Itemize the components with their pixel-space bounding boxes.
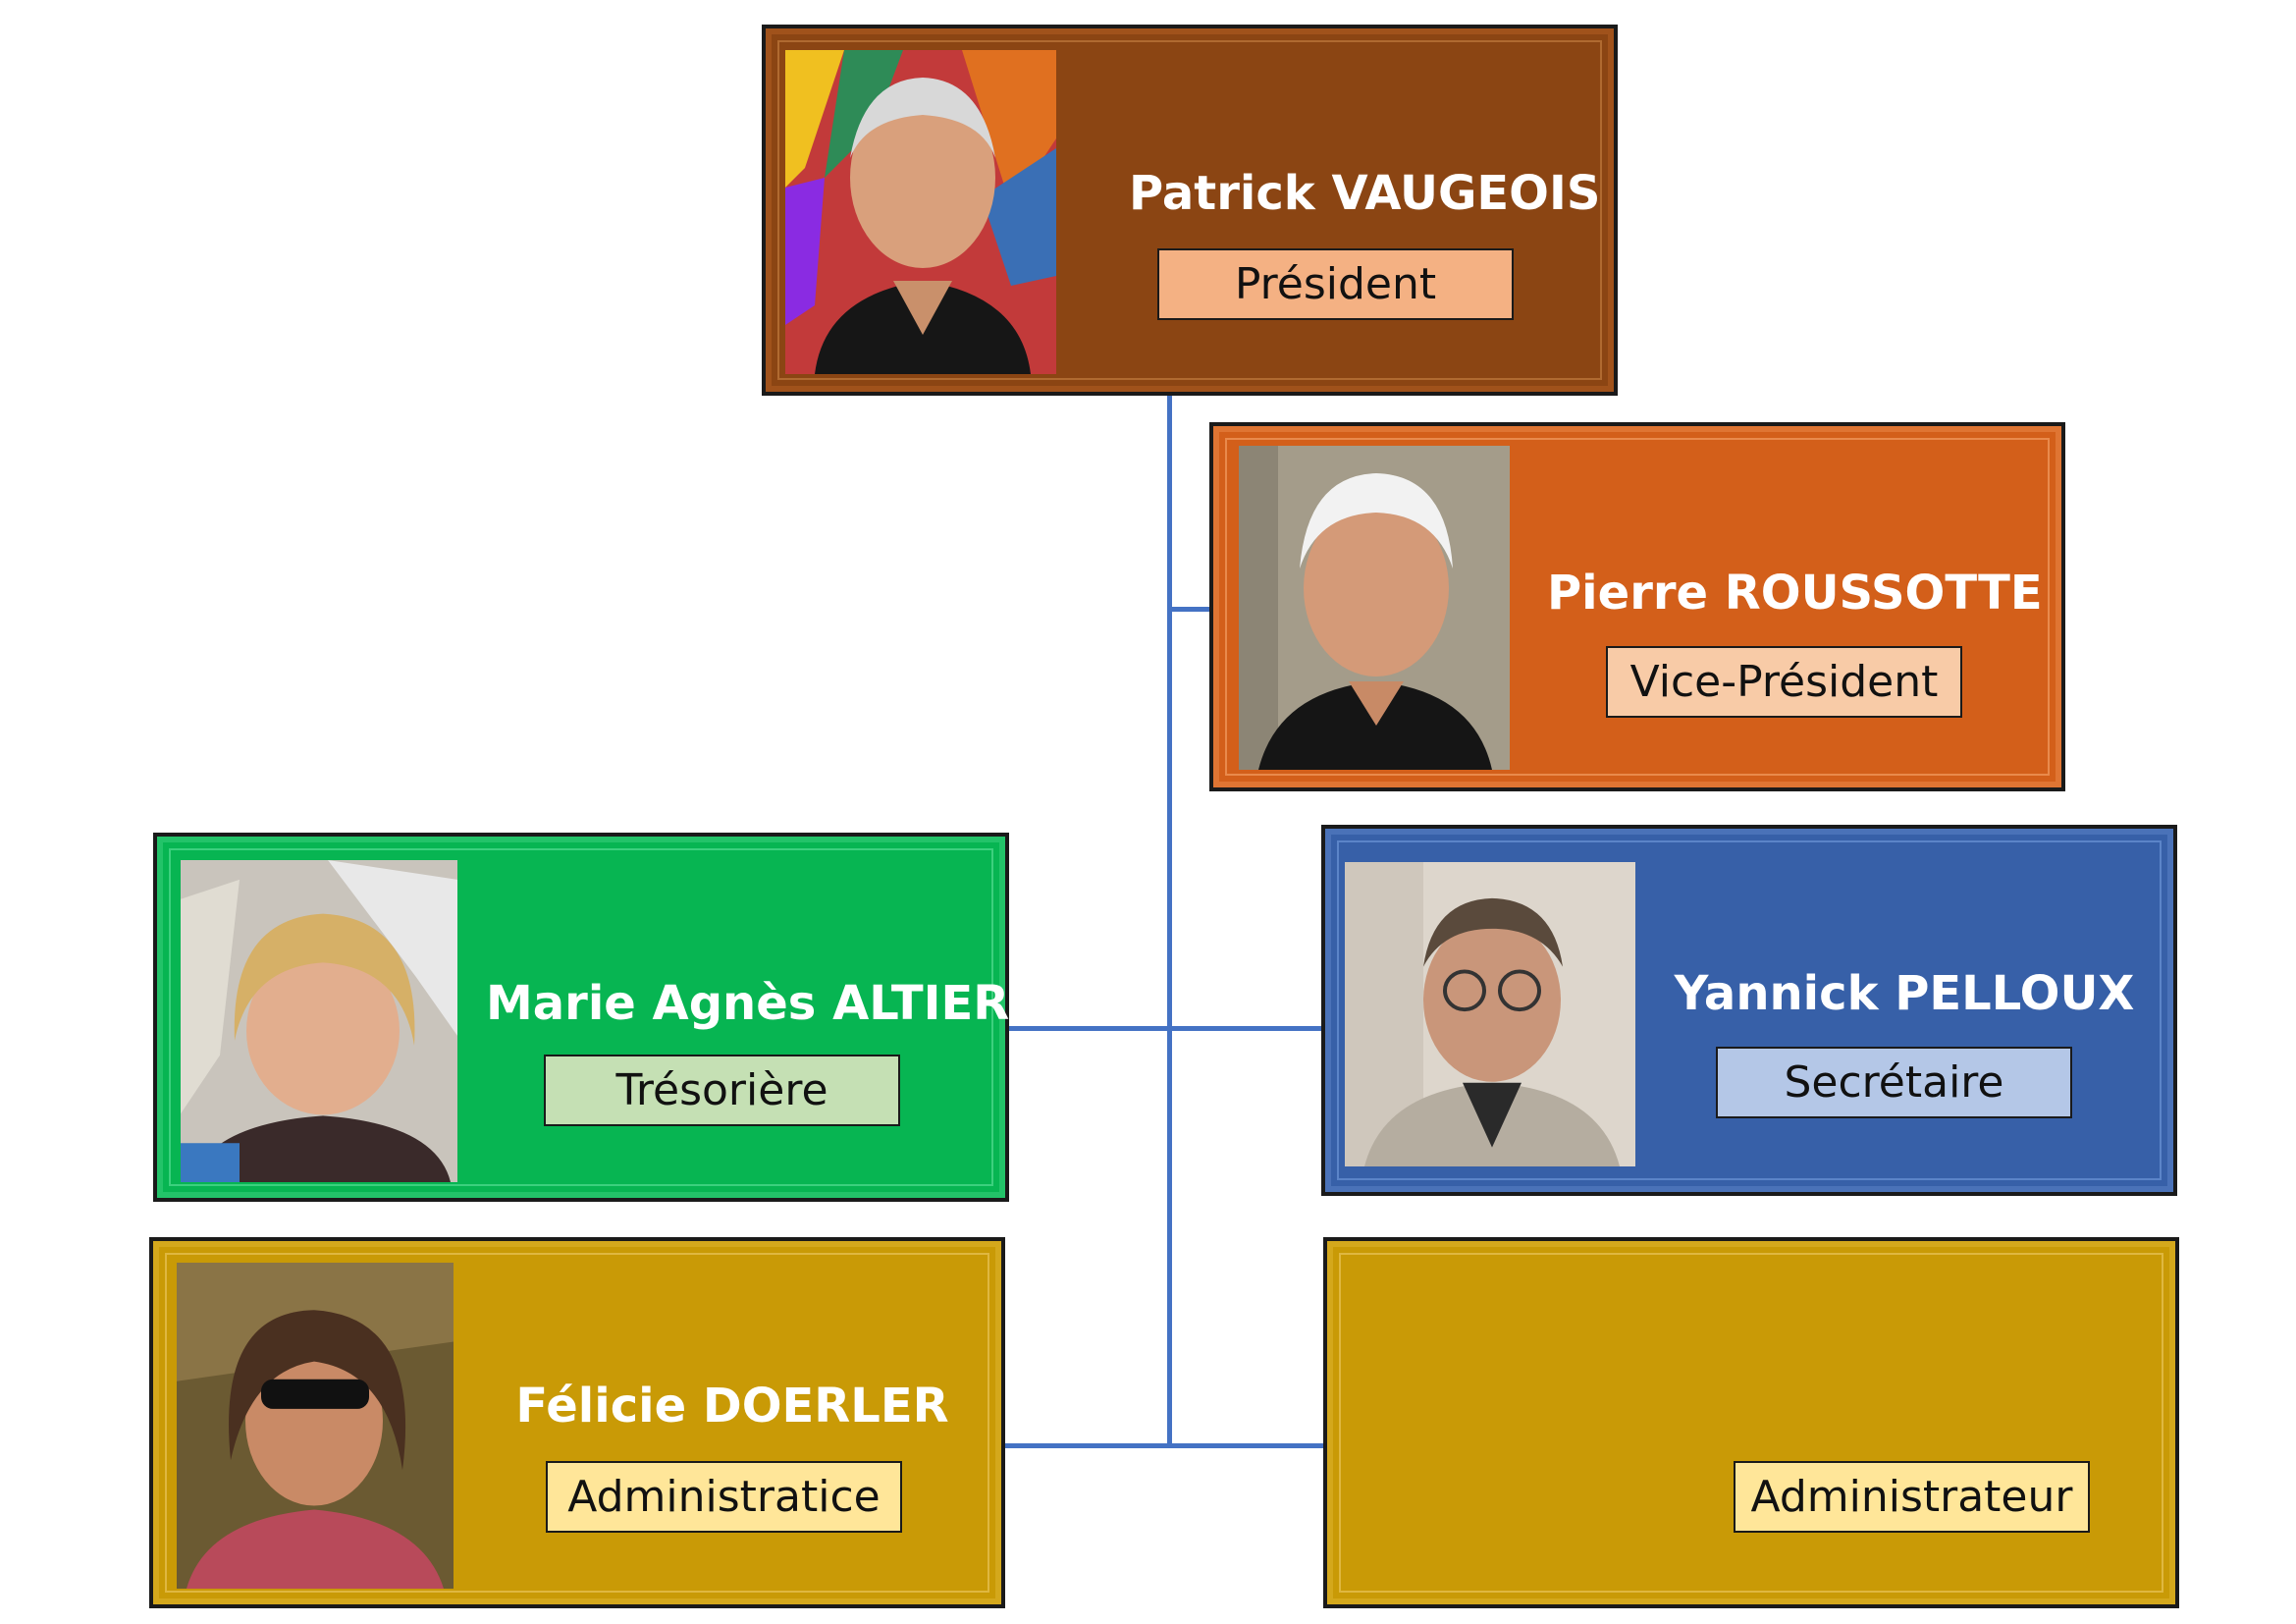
member-card-administrateur: Administrateur — [1323, 1237, 2179, 1608]
portrait-photo — [1239, 446, 1510, 770]
member-role-badge: Vice-Président — [1606, 646, 1962, 718]
portrait-photo — [785, 50, 1056, 374]
member-role-badge: Trésorière — [544, 1055, 900, 1126]
member-name: Pierre ROUSSOTTE — [1547, 566, 2043, 621]
portrait-photo — [1345, 862, 1635, 1166]
member-card-secretaire: Yannick PELLOUX Secrétaire — [1321, 825, 2177, 1196]
portrait-photo — [177, 1263, 454, 1589]
connector-vice — [1167, 607, 1214, 612]
member-role-badge: Administratice — [546, 1461, 902, 1533]
connector-vertical — [1167, 395, 1172, 1447]
member-name: Patrick VAUGEOIS — [1129, 166, 1601, 221]
member-role-badge: Président — [1157, 248, 1514, 320]
member-role-badge: Secrétaire — [1716, 1047, 2072, 1118]
member-card-president: Patrick VAUGEOIS Président — [762, 25, 1618, 396]
connector-tresoriere-secretaire — [1006, 1026, 1330, 1031]
member-card-tresoriere: Marie Agnès ALTIER Trésorière — [153, 833, 1009, 1202]
member-card-vice-president: Pierre ROUSSOTTE Vice-Président — [1209, 422, 2065, 791]
connector-administrators — [1002, 1443, 1328, 1448]
member-card-administratice: Félicie DOERLER Administratice — [149, 1237, 1005, 1608]
member-name: Marie Agnès ALTIER — [486, 976, 1010, 1031]
portrait-photo — [181, 860, 457, 1182]
member-role-badge: Administrateur — [1734, 1461, 2090, 1533]
member-name: Félicie DOERLER — [515, 1379, 949, 1434]
member-name: Yannick PELLOUX — [1674, 966, 2135, 1021]
